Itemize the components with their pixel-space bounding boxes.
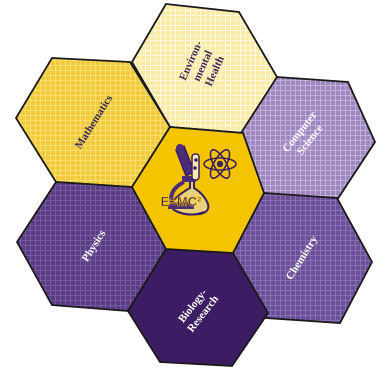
hex-environmental-health[interactable]: Environ-mentalHealth [130, 3, 279, 134]
tube-icon [191, 153, 200, 181]
center-illustration: E=MC² [160, 144, 237, 216]
hex-center[interactable]: E=MC² [130, 126, 265, 254]
hex-chemistry[interactable]: Chemistry [231, 192, 374, 324]
atom-icon [203, 149, 237, 179]
formula-text: E=MC² [161, 194, 202, 209]
hex-computer-science[interactable]: ComputerScience [239, 76, 377, 201]
microscope-icon [168, 144, 196, 209]
